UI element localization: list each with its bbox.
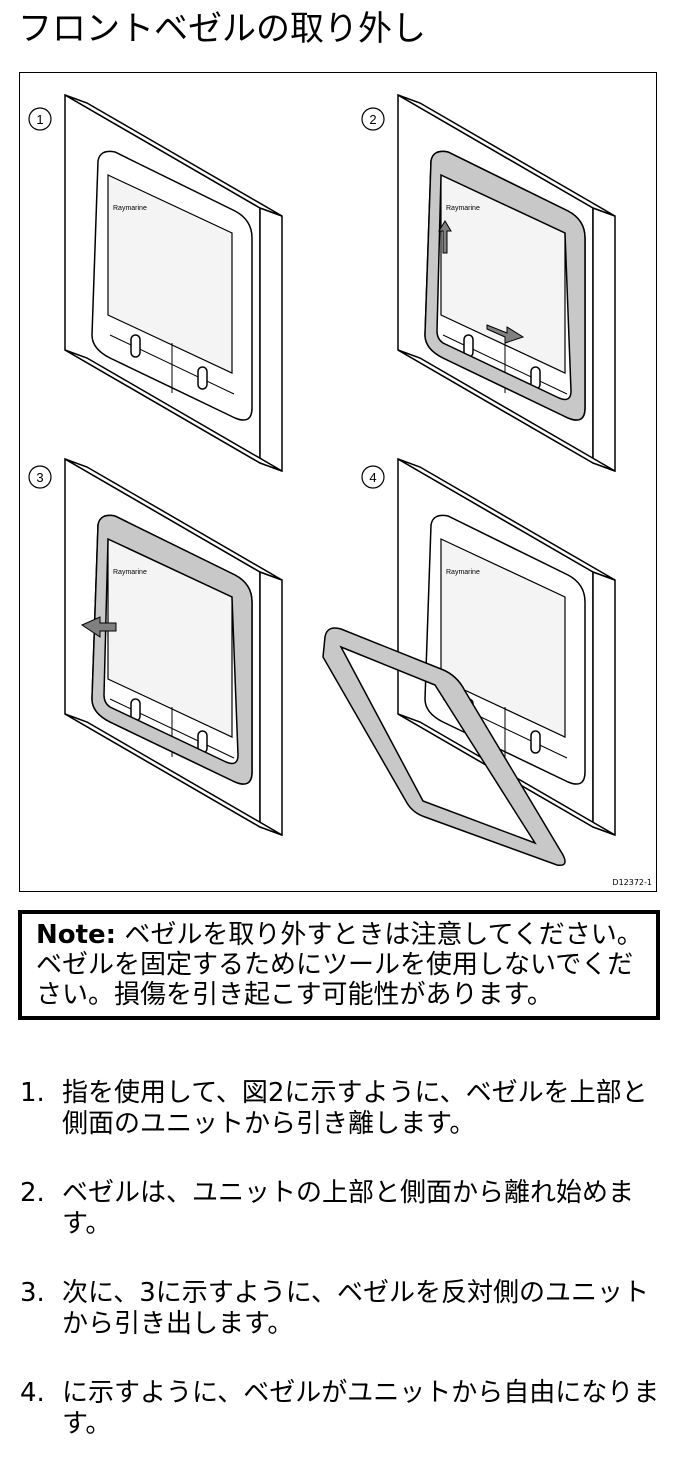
step-list: 1. 指を使用して、図2に示すように、ベゼルを上部と側面のユニットから引き離しま… xyxy=(20,1078,660,1478)
list-item: 3. 次に、3に示すように、ベゼルを反対側のユニットから引き出します。 xyxy=(20,1278,660,1340)
right-arrow-icon xyxy=(486,324,525,344)
step-text: に示すように、ベゼルがユニットから自由になります。 xyxy=(62,1378,660,1439)
bezel-removal-figure: Raymarine 1 Raymarine 2 Raymarine 3 Ray xyxy=(19,72,657,892)
panel-4-label: 4 xyxy=(369,470,376,485)
up-arrow-icon xyxy=(438,220,452,254)
step-text: 指を使用して、図2に示すように、ベゼルを上部と側面のユニットから引き離します。 xyxy=(62,1078,648,1139)
panel-4-marker xyxy=(361,465,385,489)
note-body: ベゼルを取り外すときは注意してください。 ベゼルを固定するためにツールを使用しな… xyxy=(36,920,643,1010)
step-number: 1. xyxy=(20,1078,45,1108)
note-text: Note: ベゼルを取り外すときは注意してください。 ベゼルを固定するためにツー… xyxy=(36,920,648,1010)
detached-bezel xyxy=(322,627,566,867)
panel-4-illustration: Raymarine 4 xyxy=(322,458,616,867)
panel-2-label: 2 xyxy=(369,112,376,127)
list-item: 2. ベゼルは、ユニットの上部と側面から離れ始めます。 xyxy=(20,1178,660,1240)
panel-1-illustration: Raymarine 1 xyxy=(28,94,283,472)
panel-3-label: 3 xyxy=(36,470,43,485)
figure-illustration: Raymarine 1 Raymarine 2 Raymarine 3 Ray xyxy=(28,94,616,867)
step-text: 次に、3に示すように、ベゼルを反対側のユニットから引き出します。 xyxy=(62,1278,649,1339)
page-title: フロントベゼルの取り外し xyxy=(18,9,426,49)
list-item: 4. に示すように、ベゼルがユニットから自由になります。 xyxy=(20,1378,660,1440)
panel-2-marker xyxy=(361,107,385,131)
brand-label: Raymarine xyxy=(113,205,147,212)
note-box: Note: ベゼルを取り外すときは注意してください。 ベゼルを固定するためにツー… xyxy=(18,910,660,1020)
figure-id: D12372-1 xyxy=(612,878,652,887)
panel-1-label: 1 xyxy=(36,112,43,127)
brand-label: Raymarine xyxy=(113,569,147,576)
note-label: Note: xyxy=(36,920,117,950)
step-number: 4. xyxy=(20,1378,45,1408)
step-number: 3. xyxy=(20,1278,45,1308)
step-number: 2. xyxy=(20,1178,45,1208)
step-text: ベゼルは、ユニットの上部と側面から離れ始めます。 xyxy=(62,1178,635,1239)
left-arrow-icon xyxy=(80,616,117,638)
panel-3-marker xyxy=(28,465,52,489)
brand-label: Raymarine xyxy=(446,569,480,576)
panel-3-illustration: Raymarine 3 xyxy=(28,458,283,836)
panel-2-illustration: Raymarine 2 xyxy=(361,94,616,472)
list-item: 1. 指を使用して、図2に示すように、ベゼルを上部と側面のユニットから引き離しま… xyxy=(20,1078,660,1140)
panel-1-marker xyxy=(28,107,52,131)
brand-label: Raymarine xyxy=(446,205,480,212)
